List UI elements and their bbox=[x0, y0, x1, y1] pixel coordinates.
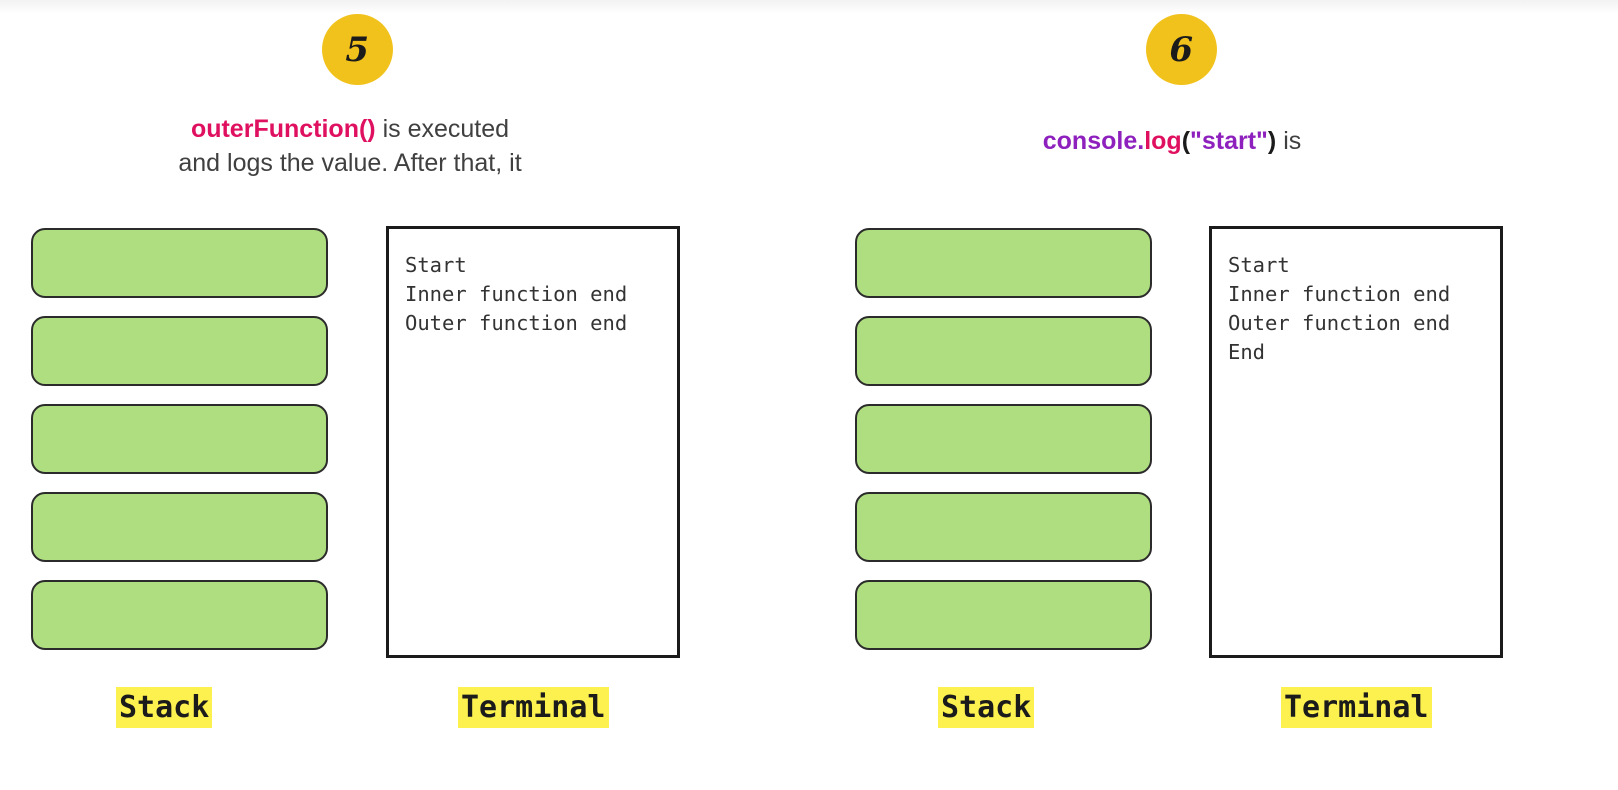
stack-column-6 bbox=[855, 228, 1152, 650]
stack-frame bbox=[855, 580, 1152, 650]
caption-line2: and logs the value. After that, it bbox=[178, 149, 522, 178]
code-token-start-string: "start" bbox=[1190, 127, 1268, 155]
step-caption-6: console.log("start") is bbox=[822, 124, 1522, 158]
step-badge-5: 5 bbox=[322, 14, 393, 85]
stack-column-5 bbox=[31, 228, 328, 650]
step-caption-5: outerFunction() is executed and logs the… bbox=[0, 112, 700, 181]
stack-frame bbox=[31, 580, 328, 650]
code-token-console: console bbox=[1042, 127, 1138, 155]
terminal-output-line: Start bbox=[1228, 253, 1290, 277]
step-panel-5: 5 outerFunction() is executed and logs t… bbox=[0, 0, 700, 790]
terminal-box-6: Start Inner function end Outer function … bbox=[1209, 226, 1503, 658]
step-badge-6: 6 bbox=[1146, 14, 1217, 85]
code-token-open-paren: ( bbox=[1181, 127, 1191, 155]
code-token-log: log bbox=[1144, 127, 1182, 155]
terminal-output-line: Inner function end bbox=[405, 282, 628, 306]
terminal-output-line: End bbox=[1228, 340, 1266, 364]
stack-frame bbox=[855, 316, 1152, 386]
stack-frame bbox=[31, 316, 328, 386]
stack-label-5: Stack bbox=[116, 687, 213, 728]
stack-frame bbox=[855, 404, 1152, 474]
stack-frame bbox=[855, 228, 1152, 298]
caption-line1-rest: is executed bbox=[375, 115, 510, 143]
terminal-output-line: Inner function end bbox=[1228, 282, 1451, 306]
caption-line1-rest: is bbox=[1276, 127, 1302, 155]
code-snippet-consolelog: console.log("start") bbox=[1043, 127, 1277, 155]
stack-label-6: Stack bbox=[938, 687, 1035, 728]
stack-frame bbox=[31, 404, 328, 474]
stack-frame bbox=[31, 228, 328, 298]
terminal-box-5: Start Inner function end Outer function … bbox=[386, 226, 680, 658]
terminal-output-line: Start bbox=[405, 253, 467, 277]
terminal-label-5: Terminal bbox=[458, 687, 609, 728]
terminal-output-line: Outer function end bbox=[1228, 311, 1451, 335]
terminal-label-6: Terminal bbox=[1281, 687, 1432, 728]
code-token-dot: . bbox=[1137, 127, 1145, 155]
terminal-output-line: Outer function end bbox=[405, 311, 628, 335]
stack-frame bbox=[31, 492, 328, 562]
stack-frame bbox=[855, 492, 1152, 562]
code-snippet-outerfunction: outerFunction() bbox=[190, 115, 376, 143]
code-token-close-paren: ) bbox=[1267, 127, 1277, 155]
step-panel-6: 6 console.log("start") is Start Inner fu… bbox=[822, 0, 1522, 790]
